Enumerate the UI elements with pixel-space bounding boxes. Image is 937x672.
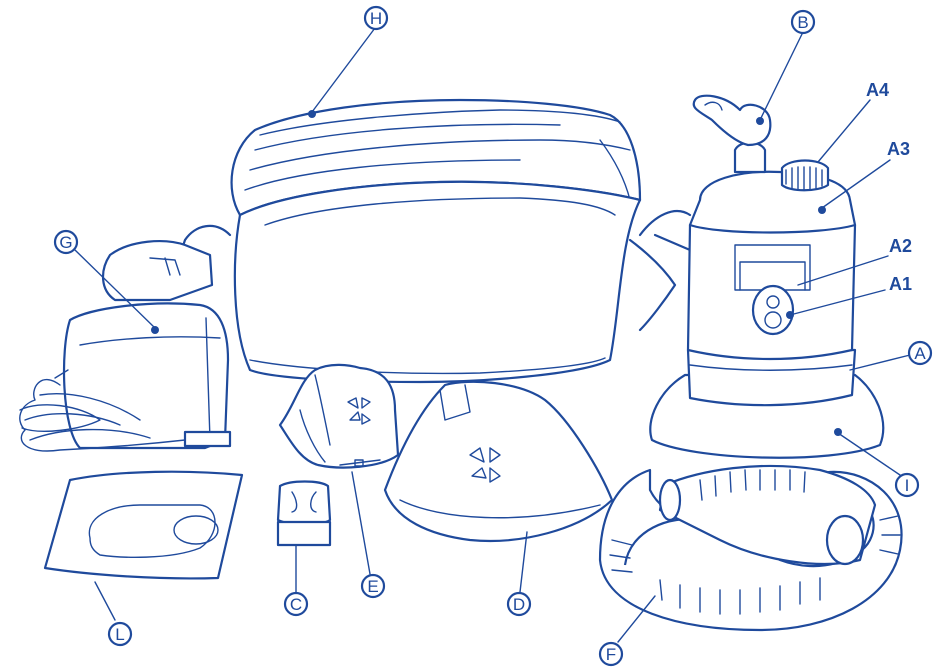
label-l-text: L bbox=[115, 625, 124, 644]
label-L: L bbox=[107, 621, 133, 647]
label-D: D bbox=[506, 591, 532, 617]
label-E: E bbox=[360, 573, 386, 599]
label-A1: A1 bbox=[889, 274, 912, 294]
label-d-text: D bbox=[513, 595, 525, 614]
label-I: I bbox=[894, 472, 920, 498]
nebulizer-device bbox=[649, 94, 885, 459]
mask-valve-e bbox=[347, 397, 371, 425]
label-a1-text: A1 bbox=[889, 274, 912, 294]
label-a-text: A bbox=[914, 344, 926, 363]
label-F: F bbox=[598, 641, 624, 667]
label-H: H bbox=[363, 5, 389, 31]
label-C: C bbox=[283, 591, 309, 617]
compressor-unit bbox=[19, 240, 232, 452]
label-A3: A3 bbox=[887, 139, 910, 159]
label-a3-text: A3 bbox=[887, 139, 910, 159]
label-G: G bbox=[53, 229, 79, 255]
label-a2-text: A2 bbox=[889, 236, 912, 256]
label-h-text: H bbox=[370, 9, 382, 28]
leader-lines bbox=[74, 27, 911, 643]
child-mask bbox=[383, 380, 614, 543]
label-B: B bbox=[790, 9, 816, 35]
adult-mask bbox=[278, 363, 400, 469]
label-a4-text: A4 bbox=[866, 80, 889, 100]
label-A4: A4 bbox=[866, 80, 889, 100]
label-A2: A2 bbox=[889, 236, 912, 256]
label-e-text: E bbox=[367, 577, 378, 596]
label-b-text: B bbox=[797, 13, 808, 32]
carrying-bag bbox=[178, 98, 692, 384]
corrugated-hose bbox=[598, 464, 903, 632]
label-f-text: F bbox=[606, 645, 616, 664]
label-c-text: C bbox=[290, 595, 302, 614]
mask-valve-d bbox=[469, 447, 501, 483]
label-i-text: I bbox=[905, 476, 910, 495]
small-connector bbox=[276, 480, 332, 547]
label-g-text: G bbox=[59, 233, 72, 252]
label-A: A bbox=[907, 340, 933, 366]
filter-sheet bbox=[43, 470, 244, 580]
